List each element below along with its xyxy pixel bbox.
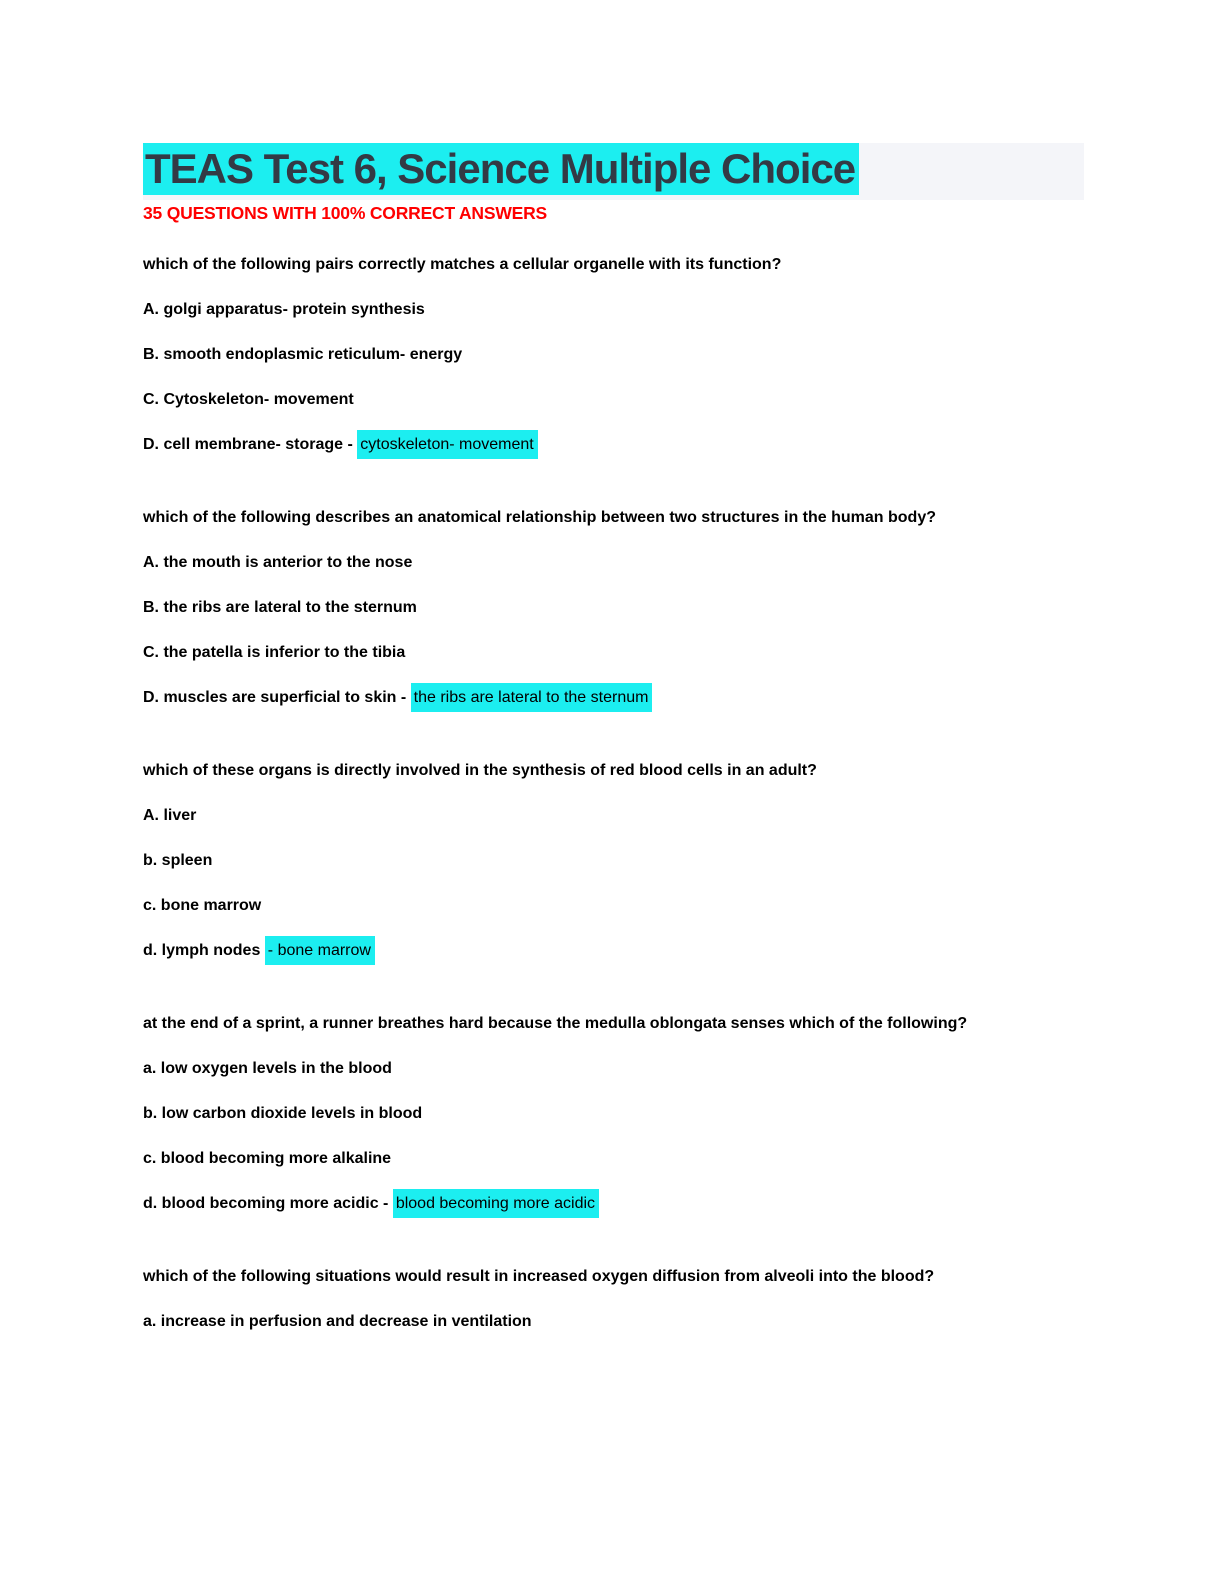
option-d: d. blood becoming more acidic - blood be… (143, 1187, 1104, 1220)
answer-highlight: - bone marrow (264, 936, 375, 965)
answer-highlight: blood becoming more acidic (392, 1189, 600, 1218)
question-block-3: which of these organs is directly involv… (143, 754, 1104, 967)
option-d: D. cell membrane- storage - cytoskeleton… (143, 428, 1104, 461)
question-block-2: which of the following describes an anat… (143, 501, 1104, 714)
option-a: A. the mouth is anterior to the nose (143, 554, 413, 571)
question-text: which of these organs is directly involv… (143, 762, 817, 779)
question-text: which of the following situations would … (143, 1268, 935, 1285)
question-block-4: at the end of a sprint, a runner breathe… (143, 1007, 1104, 1220)
question-block-1: which of the following pairs correctly m… (143, 248, 1104, 461)
option-a: a. increase in perfusion and decrease in… (143, 1313, 532, 1330)
question-block-5: which of the following situations would … (143, 1260, 1104, 1338)
option-c: C. Cytoskeleton- movement (143, 391, 354, 408)
option-b: b. spleen (143, 852, 213, 869)
document-header: TEAS Test 6, Science Multiple Choice 35 … (143, 143, 1104, 224)
option-a: a. low oxygen levels in the blood (143, 1060, 392, 1077)
answer-highlight: cytoskeleton- movement (357, 430, 538, 459)
page-title-highlight: TEAS Test 6, Science Multiple Choice (143, 143, 860, 195)
option-a: A. golgi apparatus- protein synthesis (143, 301, 425, 318)
option-d-text: d. lymph nodes (143, 942, 265, 959)
answer-highlight: the ribs are lateral to the sternum (410, 683, 653, 712)
option-a: A. liver (143, 807, 197, 824)
option-b: B. smooth endoplasmic reticulum- energy (143, 346, 463, 363)
option-d-text: D. muscles are superficial to skin - (143, 689, 411, 706)
option-b: B. the ribs are lateral to the sternum (143, 599, 417, 616)
option-c: c. blood becoming more alkaline (143, 1150, 392, 1167)
question-text: which of the following describes an anat… (143, 509, 936, 526)
page-title: TEAS Test 6, Science Multiple Choice (143, 143, 1084, 200)
option-d: D. muscles are superficial to skin - the… (143, 681, 1104, 714)
question-text: at the end of a sprint, a runner breathe… (143, 1015, 968, 1032)
option-d-text: D. cell membrane- storage - (143, 436, 358, 453)
page-subtitle: 35 QUESTIONS WITH 100% CORRECT ANSWERS (143, 203, 548, 223)
question-text: which of the following pairs correctly m… (143, 256, 782, 273)
option-d: d. lymph nodes - bone marrow (143, 934, 1104, 967)
option-d-text: d. blood becoming more acidic - (143, 1195, 393, 1212)
option-c: c. bone marrow (143, 897, 262, 914)
option-b: b. low carbon dioxide levels in blood (143, 1105, 423, 1122)
option-c: C. the patella is inferior to the tibia (143, 644, 406, 661)
